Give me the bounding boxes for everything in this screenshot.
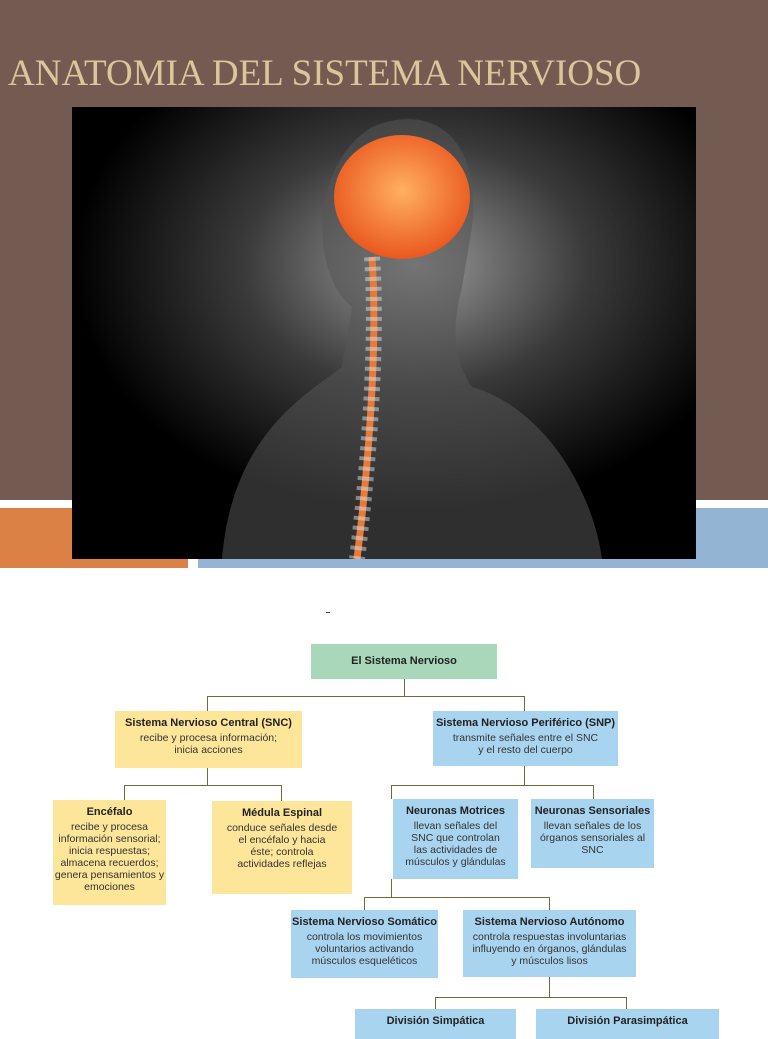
encefalo-text: recibe y procesa información sensorial; …	[54, 821, 165, 893]
connector-line	[364, 897, 365, 910]
box-snc: Sistema Nervioso Central (SNC) recibe y p…	[115, 711, 302, 768]
motrices-title: Neuronas Motrices	[405, 805, 506, 817]
autonomo-title: Sistema Nervioso Autónomo	[474, 916, 625, 928]
sensoriales-title: Neuronas Sensoriales	[534, 805, 651, 817]
snc-title: Sistema Nervioso Central (SNC)	[125, 717, 292, 729]
box-parasimpatica: División Parasimpática	[536, 1009, 719, 1039]
slide-title: ANATOMIA DEL SISTEMA NERVIOSO	[8, 53, 642, 94]
encefalo-title: Encéfalo	[86, 806, 133, 818]
dash-mark	[326, 612, 330, 613]
connector-line	[364, 897, 550, 898]
snp-text: transmite señales entre el SNC y el rest…	[452, 732, 599, 756]
box-snp: Sistema Nervioso Periférico (SNP) transmi…	[433, 711, 618, 766]
connector-line	[626, 997, 627, 1009]
brain-spine-illustration	[72, 107, 696, 559]
root-label: El Sistema Nervioso	[351, 655, 457, 667]
autonomo-text: controla respuestas involuntarias influy…	[472, 931, 627, 967]
somatico-title: Sistema Nervioso Somático	[292, 916, 437, 928]
box-medula: Médula Espinal conduce señales desde el e…	[212, 801, 352, 894]
box-simpatica: División Simpática	[355, 1009, 516, 1039]
parasimpatica-title: División Parasimpática	[567, 1015, 688, 1027]
connector-line	[524, 696, 525, 711]
connector-line	[207, 696, 208, 711]
snc-text: recibe y procesa información; inicia acc…	[139, 732, 278, 756]
box-somatico: Sistema Nervioso Somático controla los mo…	[291, 910, 438, 978]
connector-line	[207, 696, 525, 697]
simpatica-title: División Simpática	[386, 1015, 485, 1027]
connector-line	[435, 997, 436, 1009]
medula-text: conduce señales desde el encéfalo y haci…	[226, 822, 338, 870]
connector-line	[593, 785, 594, 799]
somatico-text: controla los movimientos voluntarios act…	[306, 931, 423, 967]
connector-line	[207, 768, 208, 785]
box-sensoriales: Neuronas Sensoriales llevan señales de lo…	[531, 799, 654, 868]
connector-line	[524, 766, 525, 785]
connector-line	[124, 785, 125, 800]
motrices-text: llevan señales del SNC que controlan las…	[405, 820, 506, 868]
sensoriales-text: llevan señales de los órganos sensoriale…	[539, 820, 646, 856]
connector-line	[124, 785, 282, 786]
snp-title: Sistema Nervioso Periférico (SNP)	[435, 717, 616, 729]
box-motrices: Neuronas Motrices llevan señales del SNC …	[393, 799, 518, 879]
connector-line	[435, 997, 627, 998]
box-root: El Sistema Nervioso	[311, 644, 497, 679]
connector-line	[391, 785, 594, 786]
connector-line	[281, 785, 282, 801]
box-encefalo: Encéfalo recibe y procesa información sen…	[53, 800, 166, 905]
box-autonomo: Sistema Nervioso Autónomo controla respue…	[463, 910, 636, 977]
connector-line	[404, 679, 405, 696]
connector-line	[391, 785, 392, 799]
connector-line	[391, 879, 392, 897]
connector-line	[549, 977, 550, 997]
medula-title: Médula Espinal	[241, 807, 323, 819]
connector-line	[549, 897, 550, 910]
